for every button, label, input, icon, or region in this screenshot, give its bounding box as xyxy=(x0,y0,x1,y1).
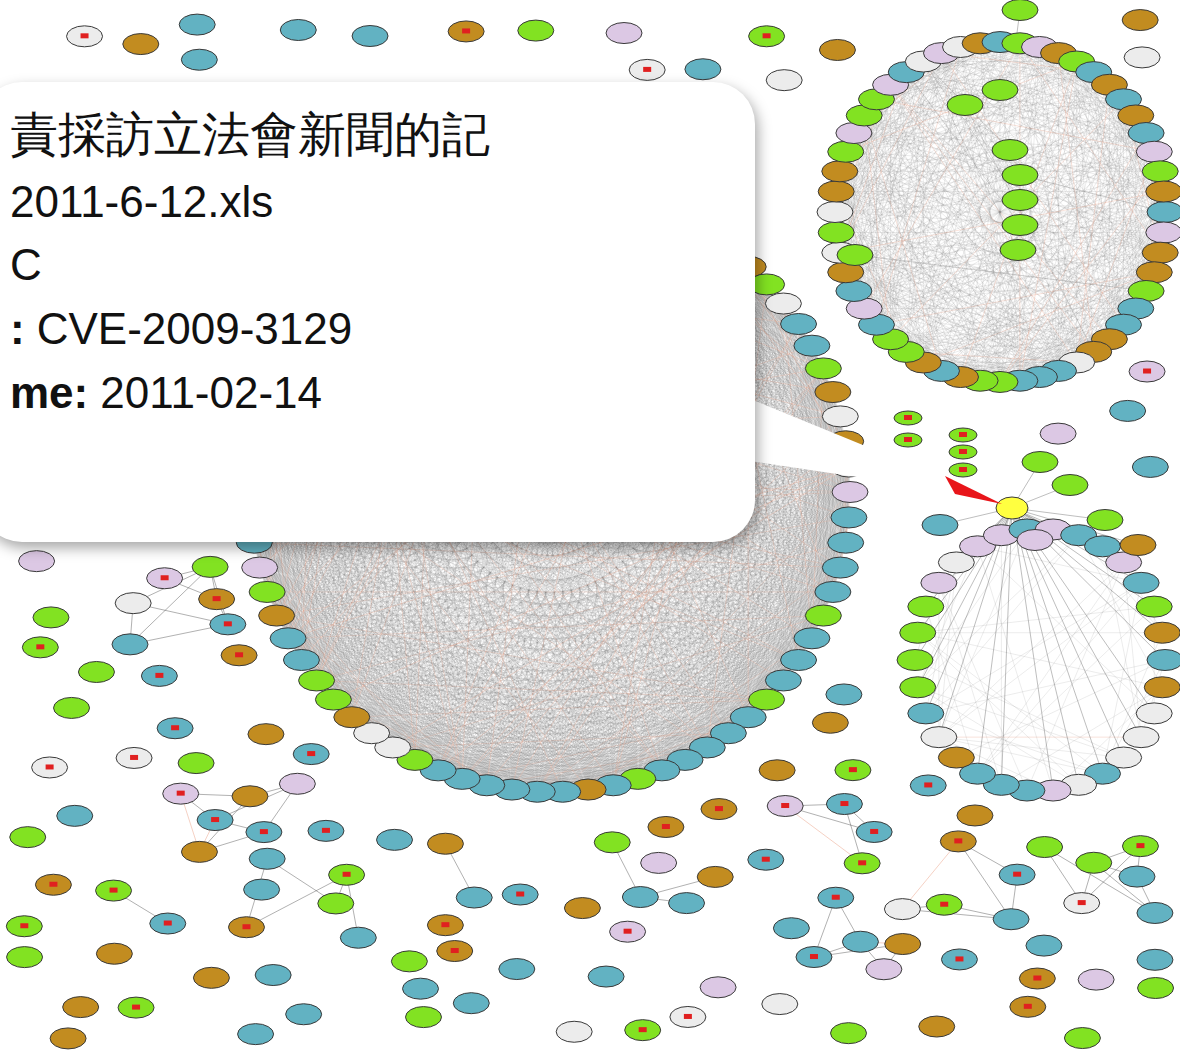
stage: 責採訪立法會新聞的記2011-6-12.xlsC:CVE-2009-3129me… xyxy=(0,0,1180,1058)
